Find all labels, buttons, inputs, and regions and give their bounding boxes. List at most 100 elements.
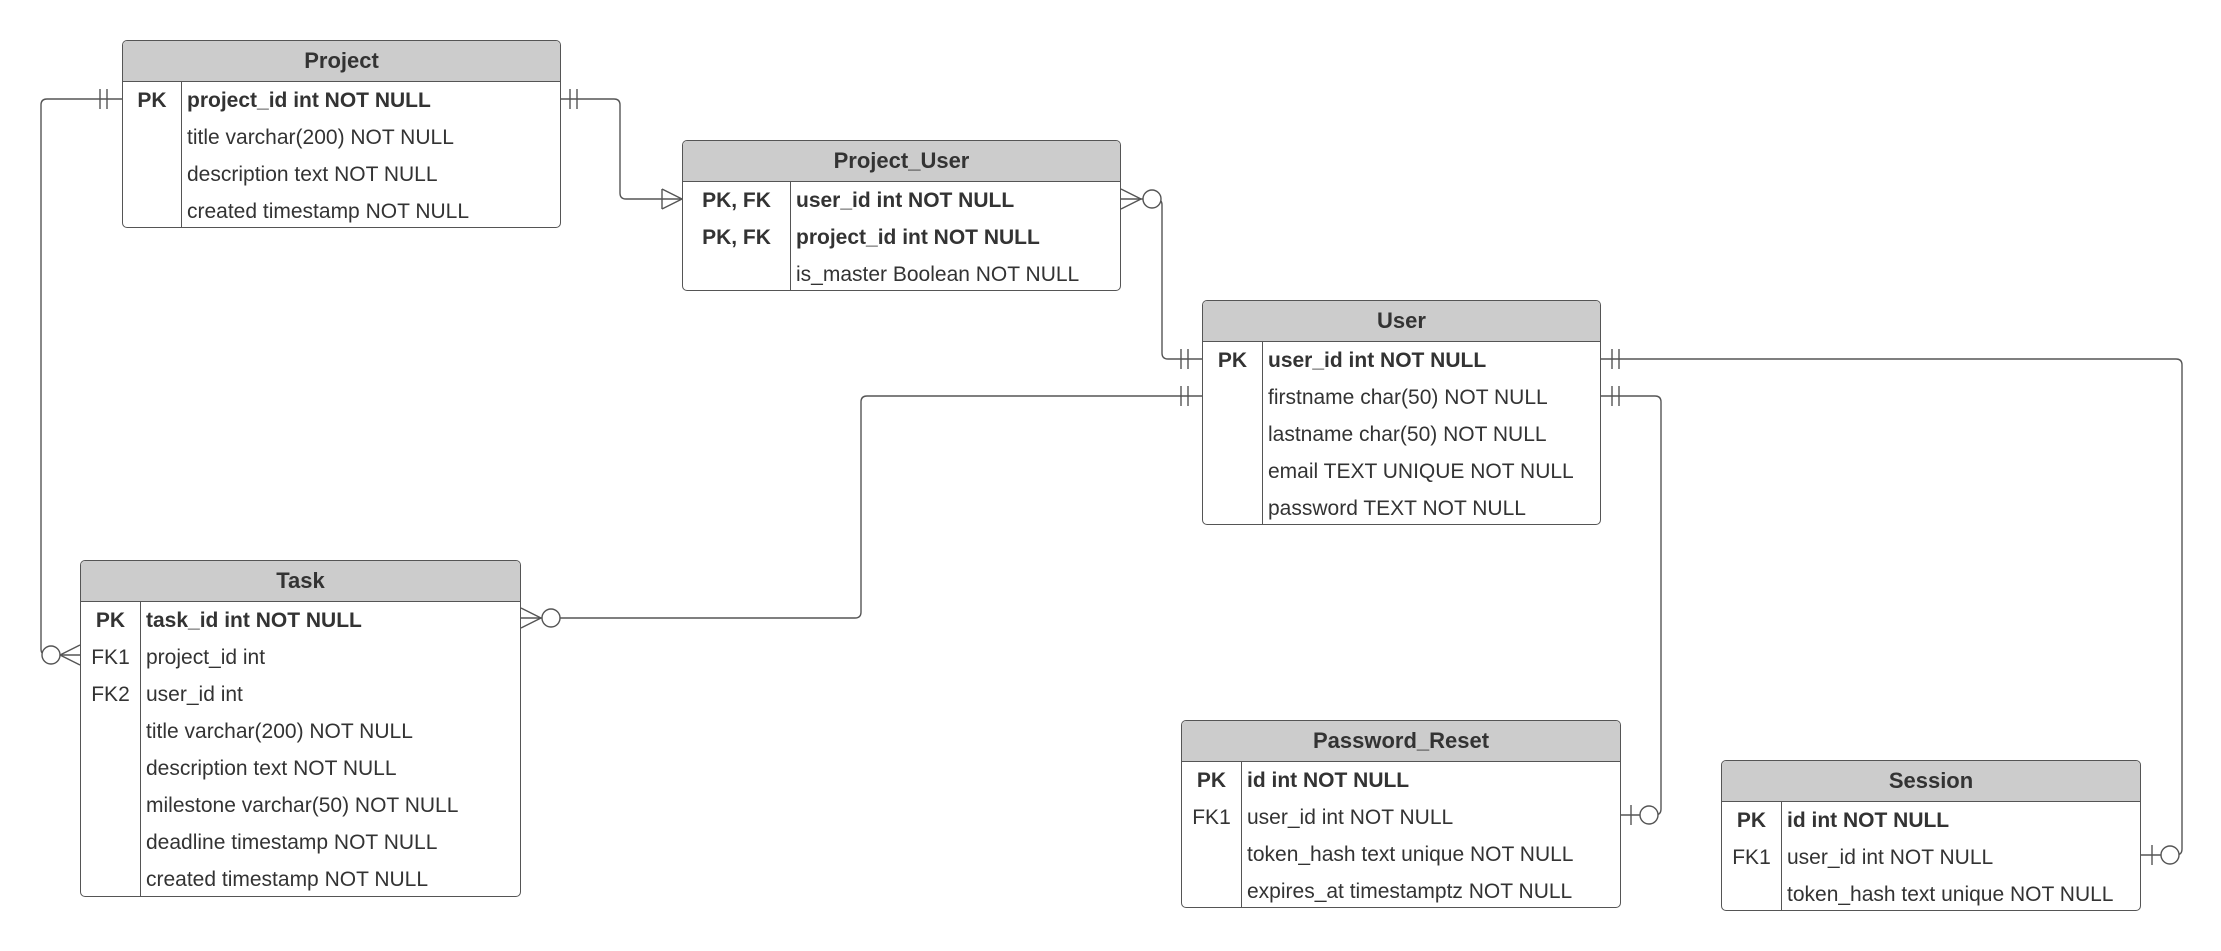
entity-project-body: PK project_id int NOT NULL title varchar… [123, 82, 560, 227]
entity-project-user-field: project_id int NOT NULL [796, 225, 1040, 249]
entity-project-row: description text NOT NULL [123, 156, 560, 193]
entity-password-reset-field: user_id int NOT NULL [1247, 805, 1454, 829]
relation-projectuser-user-line [1121, 198, 1202, 360]
entity-project-field: title varchar(200) NOT NULL [187, 125, 454, 149]
entity-user-field: email TEXT UNIQUE NOT NULL [1268, 459, 1574, 483]
entity-password-reset: Password_Reset PK id int NOT NULL FK1 us… [1181, 720, 1621, 908]
relation-user-task-crow-top [520, 607, 542, 619]
entity-user-row: email TEXT UNIQUE NOT NULL [1203, 453, 1600, 490]
entity-password-reset-key: FK1 [1192, 805, 1231, 829]
entity-task-row: milestone varchar(50) NOT NULL [81, 787, 520, 824]
entity-task: Task PK task_id int NOT NULL FK1 project… [80, 560, 521, 897]
relation-user-session-circle [2160, 845, 2180, 865]
entity-task-key: FK2 [91, 682, 130, 706]
relation-projectuser-user-circle [1142, 189, 1162, 209]
entity-password-reset-field: expires_at timestamptz NOT NULL [1247, 879, 1573, 903]
entity-task-row: FK1 project_id int [81, 639, 520, 676]
relation-project-task-circle [41, 645, 61, 665]
entity-task-field: description text NOT NULL [146, 756, 397, 780]
entity-user-row: password TEXT NOT NULL [1203, 490, 1600, 524]
entity-task-body: PK task_id int NOT NULL FK1 project_id i… [81, 602, 520, 896]
entity-task-row: description text NOT NULL [81, 750, 520, 787]
entity-password-reset-row: expires_at timestamptz NOT NULL [1182, 873, 1620, 907]
relation-user-task-crow-bottom [520, 617, 542, 629]
entity-password-reset-row: PK id int NOT NULL [1182, 762, 1620, 799]
entity-password-reset-field: token_hash text unique NOT NULL [1247, 842, 1574, 866]
entity-task-row: PK task_id int NOT NULL [81, 602, 520, 639]
entity-session-key: FK1 [1732, 845, 1771, 869]
entity-project-row: PK project_id int NOT NULL [123, 82, 560, 119]
entity-project-user-field: user_id int NOT NULL [796, 188, 1015, 212]
entity-session-key: PK [1736, 808, 1767, 832]
entity-project-row: created timestamp NOT NULL [123, 193, 560, 227]
entity-session-title: Session [1722, 761, 2140, 802]
entity-user-field: user_id int NOT NULL [1268, 348, 1487, 372]
entity-session-row: FK1 user_id int NOT NULL [1722, 839, 2140, 876]
relation-user-task [520, 386, 1202, 629]
relation-projectuser-user [1120, 188, 1202, 369]
relation-project-projectuser [561, 89, 683, 210]
entity-project-user-key: PK, FK [702, 225, 771, 249]
entity-user-row: firstname char(50) NOT NULL [1203, 379, 1600, 416]
entity-password-reset-field: id int NOT NULL [1247, 768, 1410, 792]
relation-project-task-crow-top [59, 644, 81, 656]
entity-password-reset-divider [1241, 762, 1242, 907]
entity-user-row: lastname char(50) NOT NULL [1203, 416, 1600, 453]
entity-task-divider [140, 602, 141, 896]
entity-task-field: milestone varchar(50) NOT NULL [146, 793, 459, 817]
entity-user-field: password TEXT NOT NULL [1268, 496, 1526, 520]
entity-user-title: User [1203, 301, 1600, 342]
entity-project-user-body: PK, FK user_id int NOT NULL PK, FK proje… [683, 182, 1120, 290]
relation-projectuser-user-crow-top [1120, 188, 1142, 200]
entity-user-row: PK user_id int NOT NULL [1203, 342, 1600, 379]
entity-task-field: project_id int [146, 645, 266, 669]
entity-task-field: created timestamp NOT NULL [146, 867, 429, 891]
entity-session-divider [1781, 802, 1782, 910]
entity-session-body: PK id int NOT NULL FK1 user_id int NOT N… [1722, 802, 2140, 910]
entity-task-row: created timestamp NOT NULL [81, 861, 520, 896]
relation-user-task-circle [541, 608, 561, 628]
entity-project-user-key: PK, FK [702, 188, 771, 212]
entity-task-field: user_id int [146, 682, 243, 706]
entity-project-user-title: Project_User [683, 141, 1120, 182]
entity-user: User PK user_id int NOT NULL firstname c… [1202, 300, 1601, 525]
entity-password-reset-title: Password_Reset [1182, 721, 1620, 762]
entity-project: Project PK project_id int NOT NULL title… [122, 40, 561, 228]
relation-project-projectuser-crow-bottom [661, 198, 683, 210]
entity-user-field: firstname char(50) NOT NULL [1268, 385, 1548, 409]
entity-password-reset-body: PK id int NOT NULL FK1 user_id int NOT N… [1182, 762, 1620, 907]
entity-task-field: deadline timestamp NOT NULL [146, 830, 438, 854]
entity-task-title: Task [81, 561, 520, 602]
entity-task-key: FK1 [91, 645, 130, 669]
entity-session-row: token_hash text unique NOT NULL [1722, 876, 2140, 910]
entity-user-key: PK [1217, 348, 1248, 372]
entity-task-field: task_id int NOT NULL [146, 608, 362, 632]
entity-user-field: lastname char(50) NOT NULL [1268, 422, 1547, 446]
relation-project-projectuser-crow-top [661, 188, 683, 200]
entity-project-field: project_id int NOT NULL [187, 88, 431, 112]
relation-project-projectuser-line [561, 98, 682, 200]
entity-password-reset-row: token_hash text unique NOT NULL [1182, 836, 1620, 873]
entity-project-title: Project [123, 41, 560, 82]
entity-project-user-row: is_master Boolean NOT NULL [683, 256, 1120, 290]
entity-password-reset-key: PK [1196, 768, 1227, 792]
entity-user-divider [1262, 342, 1263, 524]
entity-project-user-row: PK, FK project_id int NOT NULL [683, 219, 1120, 256]
entity-user-body: PK user_id int NOT NULL firstname char(5… [1203, 342, 1600, 524]
entity-project-user-divider [790, 182, 791, 290]
relation-project-task-crow-bottom [59, 654, 81, 666]
entity-project-divider [181, 82, 182, 227]
entity-task-row: deadline timestamp NOT NULL [81, 824, 520, 861]
entity-project-row: title varchar(200) NOT NULL [123, 119, 560, 156]
entity-task-key: PK [95, 608, 126, 632]
entity-password-reset-row: FK1 user_id int NOT NULL [1182, 799, 1620, 836]
entity-project-field: description text NOT NULL [187, 162, 438, 186]
entity-task-field: title varchar(200) NOT NULL [146, 719, 413, 743]
entity-task-row: title varchar(200) NOT NULL [81, 713, 520, 750]
entity-task-row: FK2 user_id int [81, 676, 520, 713]
entity-project-user-row: PK, FK user_id int NOT NULL [683, 182, 1120, 219]
relation-user-task-line [521, 395, 1202, 619]
relation-user-passwordreset-circle [1639, 805, 1659, 825]
entity-session-row: PK id int NOT NULL [1722, 802, 2140, 839]
relation-projectuser-user-crow-bottom [1120, 198, 1142, 210]
